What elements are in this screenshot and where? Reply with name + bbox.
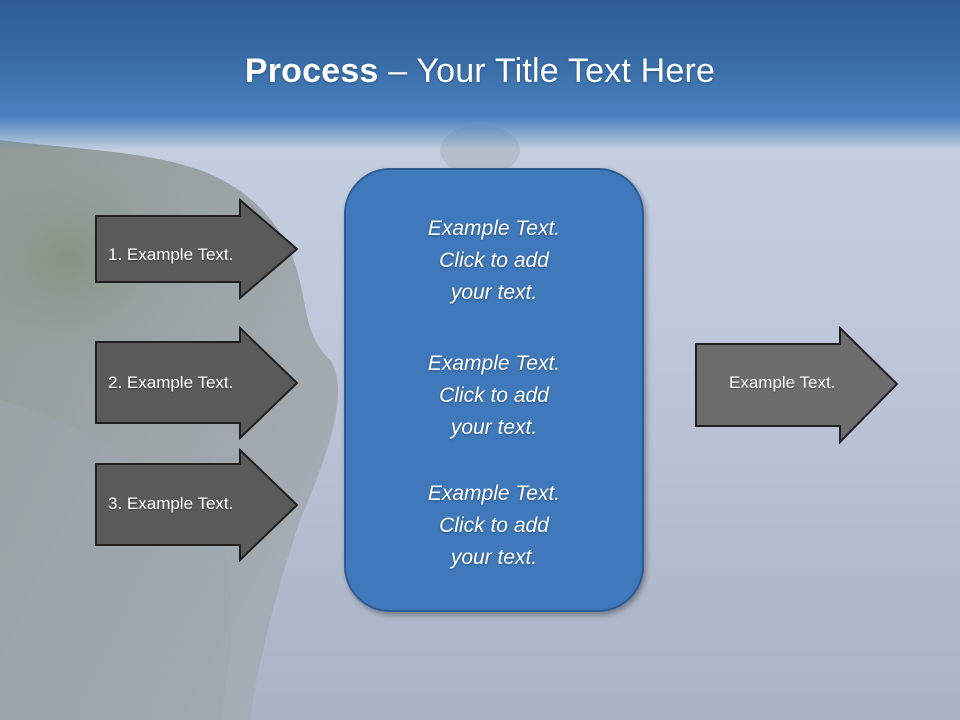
arrow-shape-2[interactable] (94, 326, 300, 440)
block-2-line-2: Click to add (439, 384, 549, 407)
title-band (0, 0, 960, 150)
arrow-label-3[interactable]: 3. Example Text. (108, 494, 234, 513)
center-text-block-3[interactable]: Example Text. Click to add your text. (346, 478, 642, 574)
center-content-box[interactable]: Example Text. Click to add your text. Ex… (344, 168, 644, 612)
block-2-line-3: your text. (450, 416, 538, 439)
slide-title: Process – Your Title Text Here (0, 52, 960, 91)
right-arrow-shape[interactable] (694, 326, 900, 446)
block-3-line-1: Example Text. (427, 482, 561, 505)
title-rest: – Your Title Text Here (378, 52, 716, 90)
block-3-line-2: Click to add (439, 514, 549, 537)
block-2-line-1: Example Text. (427, 352, 561, 375)
block-1-line-2: Click to add (439, 249, 549, 272)
arrow-shape-3[interactable] (94, 448, 300, 562)
block-1-line-3: your text. (450, 281, 538, 304)
center-text-block-2[interactable]: Example Text. Click to add your text. (346, 348, 642, 444)
arrow-label-2[interactable]: 2. Example Text. (108, 373, 234, 392)
center-text-block-1[interactable]: Example Text. Click to add your text. (346, 213, 642, 309)
title-bold: Process (244, 52, 379, 90)
block-1-line-1: Example Text. (427, 217, 561, 240)
arrow-shape-1[interactable] (94, 198, 300, 300)
arrow-label-1[interactable]: 1. Example Text. (108, 245, 234, 264)
right-arrow-label[interactable]: Example Text. (729, 373, 836, 392)
block-3-line-3: your text. (450, 546, 538, 569)
